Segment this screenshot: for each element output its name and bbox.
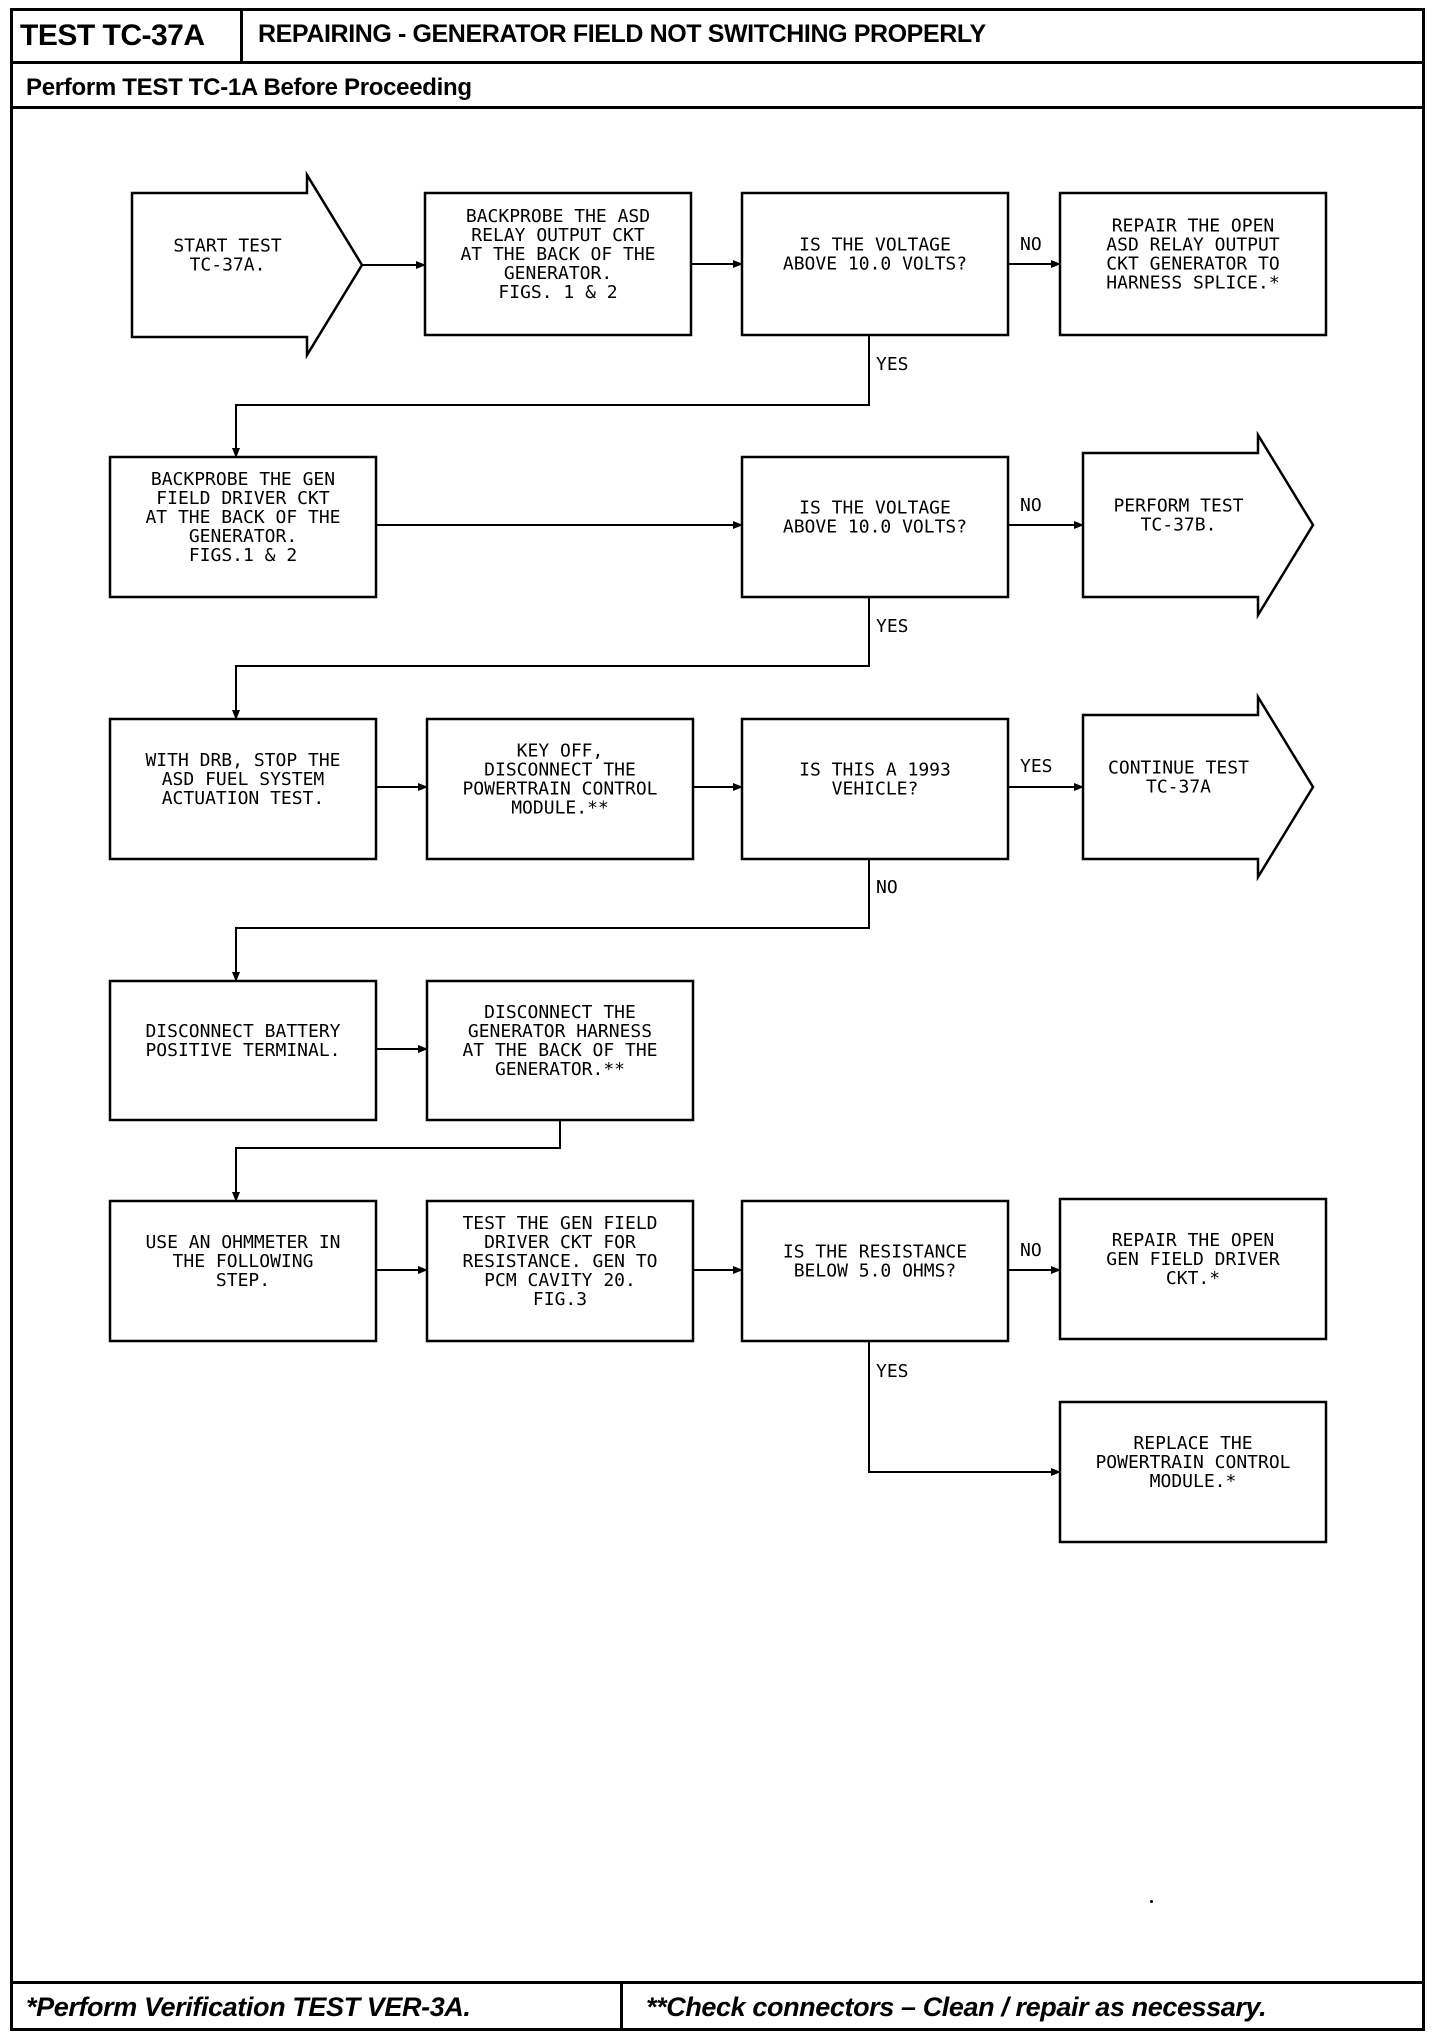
prerequisite-text: Perform TEST TC-1A Before Proceeding [26,74,472,101]
disconnect-battery-box [108,979,378,1122]
perform-37b-arrow-shape [1081,430,1315,620]
edge-q2-yes [232,597,870,720]
edge-q1-yes [232,335,870,458]
edge-harness-to-ohm [232,1120,561,1202]
test-id: TEST TC-37A [10,8,243,64]
edge-q4-yes [868,1341,1061,1476]
edge-label-yes-3: YES [1020,756,1053,777]
start-arrow-shape [130,170,364,360]
edge-label-no-3: NO [876,877,898,898]
edge-q3-no [232,859,870,982]
page-title: REPAIRING - GENERATOR FIELD NOT SWITCHIN… [258,20,986,48]
footer-row [10,1981,1425,2031]
page-frame [10,8,1425,2031]
edge-label-yes-1: YES [876,354,909,375]
footnote-single-star: *Perform Verification TEST VER-3A. [26,1992,471,2022]
edge-label-no-1: NO [1020,234,1042,255]
header-row [10,8,1425,64]
edge-label-yes-4: YES [876,1361,909,1382]
continue-37a-arrow-shape [1081,692,1315,882]
footnote-double-star: **Check connectors – Clean / repair as n… [646,1992,1267,2022]
edge-label-no-4: NO [1020,1240,1042,1261]
drb-stop-box [108,717,378,861]
stray-dot [1150,1900,1153,1903]
footer-divider [620,1981,623,2031]
edge-label-no-2: NO [1020,495,1042,516]
prerequisite-row [10,64,1425,109]
edge-label-yes-2: YES [876,616,909,637]
backprobe-gen-box [108,455,378,599]
